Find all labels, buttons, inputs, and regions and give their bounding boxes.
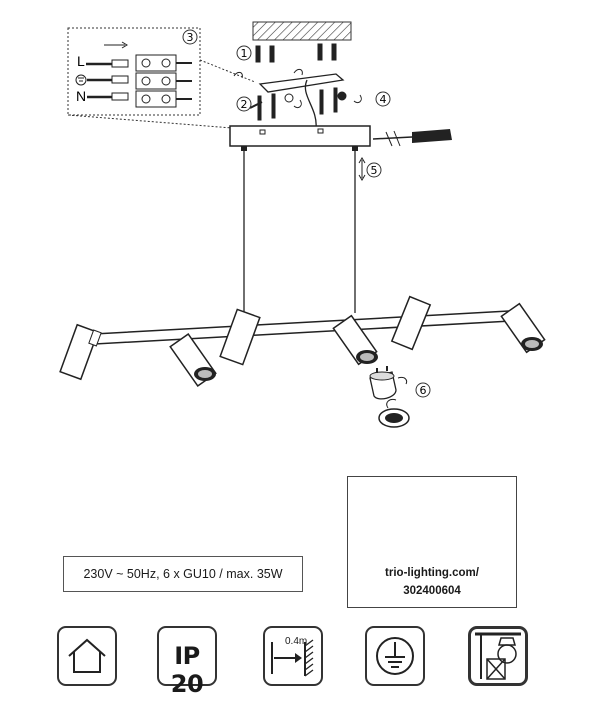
step-2-marker: 2 <box>236 96 252 112</box>
ceiling-canopy <box>229 125 371 151</box>
neutral-label: N <box>76 88 86 104</box>
product-code: 302400604 <box>403 585 461 597</box>
ground-symbol <box>75 74 87 86</box>
screwdriver-icon <box>372 129 452 147</box>
no-covering-icon <box>468 626 528 686</box>
electrical-spec: 230V ~ 50Hz, 6 x GU10 / max. 35W <box>63 556 303 592</box>
website-url: trio-lighting.com/ <box>385 567 479 579</box>
step-3-label: 3 <box>187 31 194 44</box>
live-label: L <box>77 53 85 69</box>
ip-rating: IP 20 <box>170 642 204 698</box>
spot-1 <box>59 323 102 381</box>
gu10-bulb <box>369 366 397 400</box>
step-2-label: 2 <box>241 98 248 111</box>
ip20-icon: IP 20 <box>157 626 217 698</box>
website-info-box: trio-lighting.com/ 302400604 <box>347 476 517 608</box>
wiring-detail: 3 L N <box>67 27 256 129</box>
min-distance: 0.4m <box>285 636 308 647</box>
spot-3 <box>219 308 261 366</box>
step-6-label: 6 <box>420 384 427 397</box>
mounting-bracket <box>249 43 347 121</box>
height-adjust-arrows: 5 <box>358 157 382 181</box>
step-6-marker: 6 <box>415 382 431 398</box>
ground-earth-icon <box>365 626 425 686</box>
ceiling <box>252 21 352 41</box>
step-1-label: 1 <box>241 47 248 60</box>
step-4-label: 4 <box>380 93 387 106</box>
indoor-house-icon <box>57 626 117 686</box>
spot-2 <box>169 332 217 388</box>
spec-text: 230V ~ 50Hz, 6 x GU10 / max. 35W <box>83 567 283 581</box>
lamp-bar <box>93 310 512 345</box>
bulb-ring <box>378 408 410 428</box>
spot-5 <box>390 295 432 351</box>
step-4-marker: 4 <box>375 91 391 107</box>
spot-4 <box>332 314 378 366</box>
step-5-label: 5 <box>371 164 378 177</box>
spot-6 <box>500 302 546 354</box>
min-distance-icon: 0.4m <box>263 626 323 686</box>
step-1-marker: 1 <box>236 45 252 61</box>
